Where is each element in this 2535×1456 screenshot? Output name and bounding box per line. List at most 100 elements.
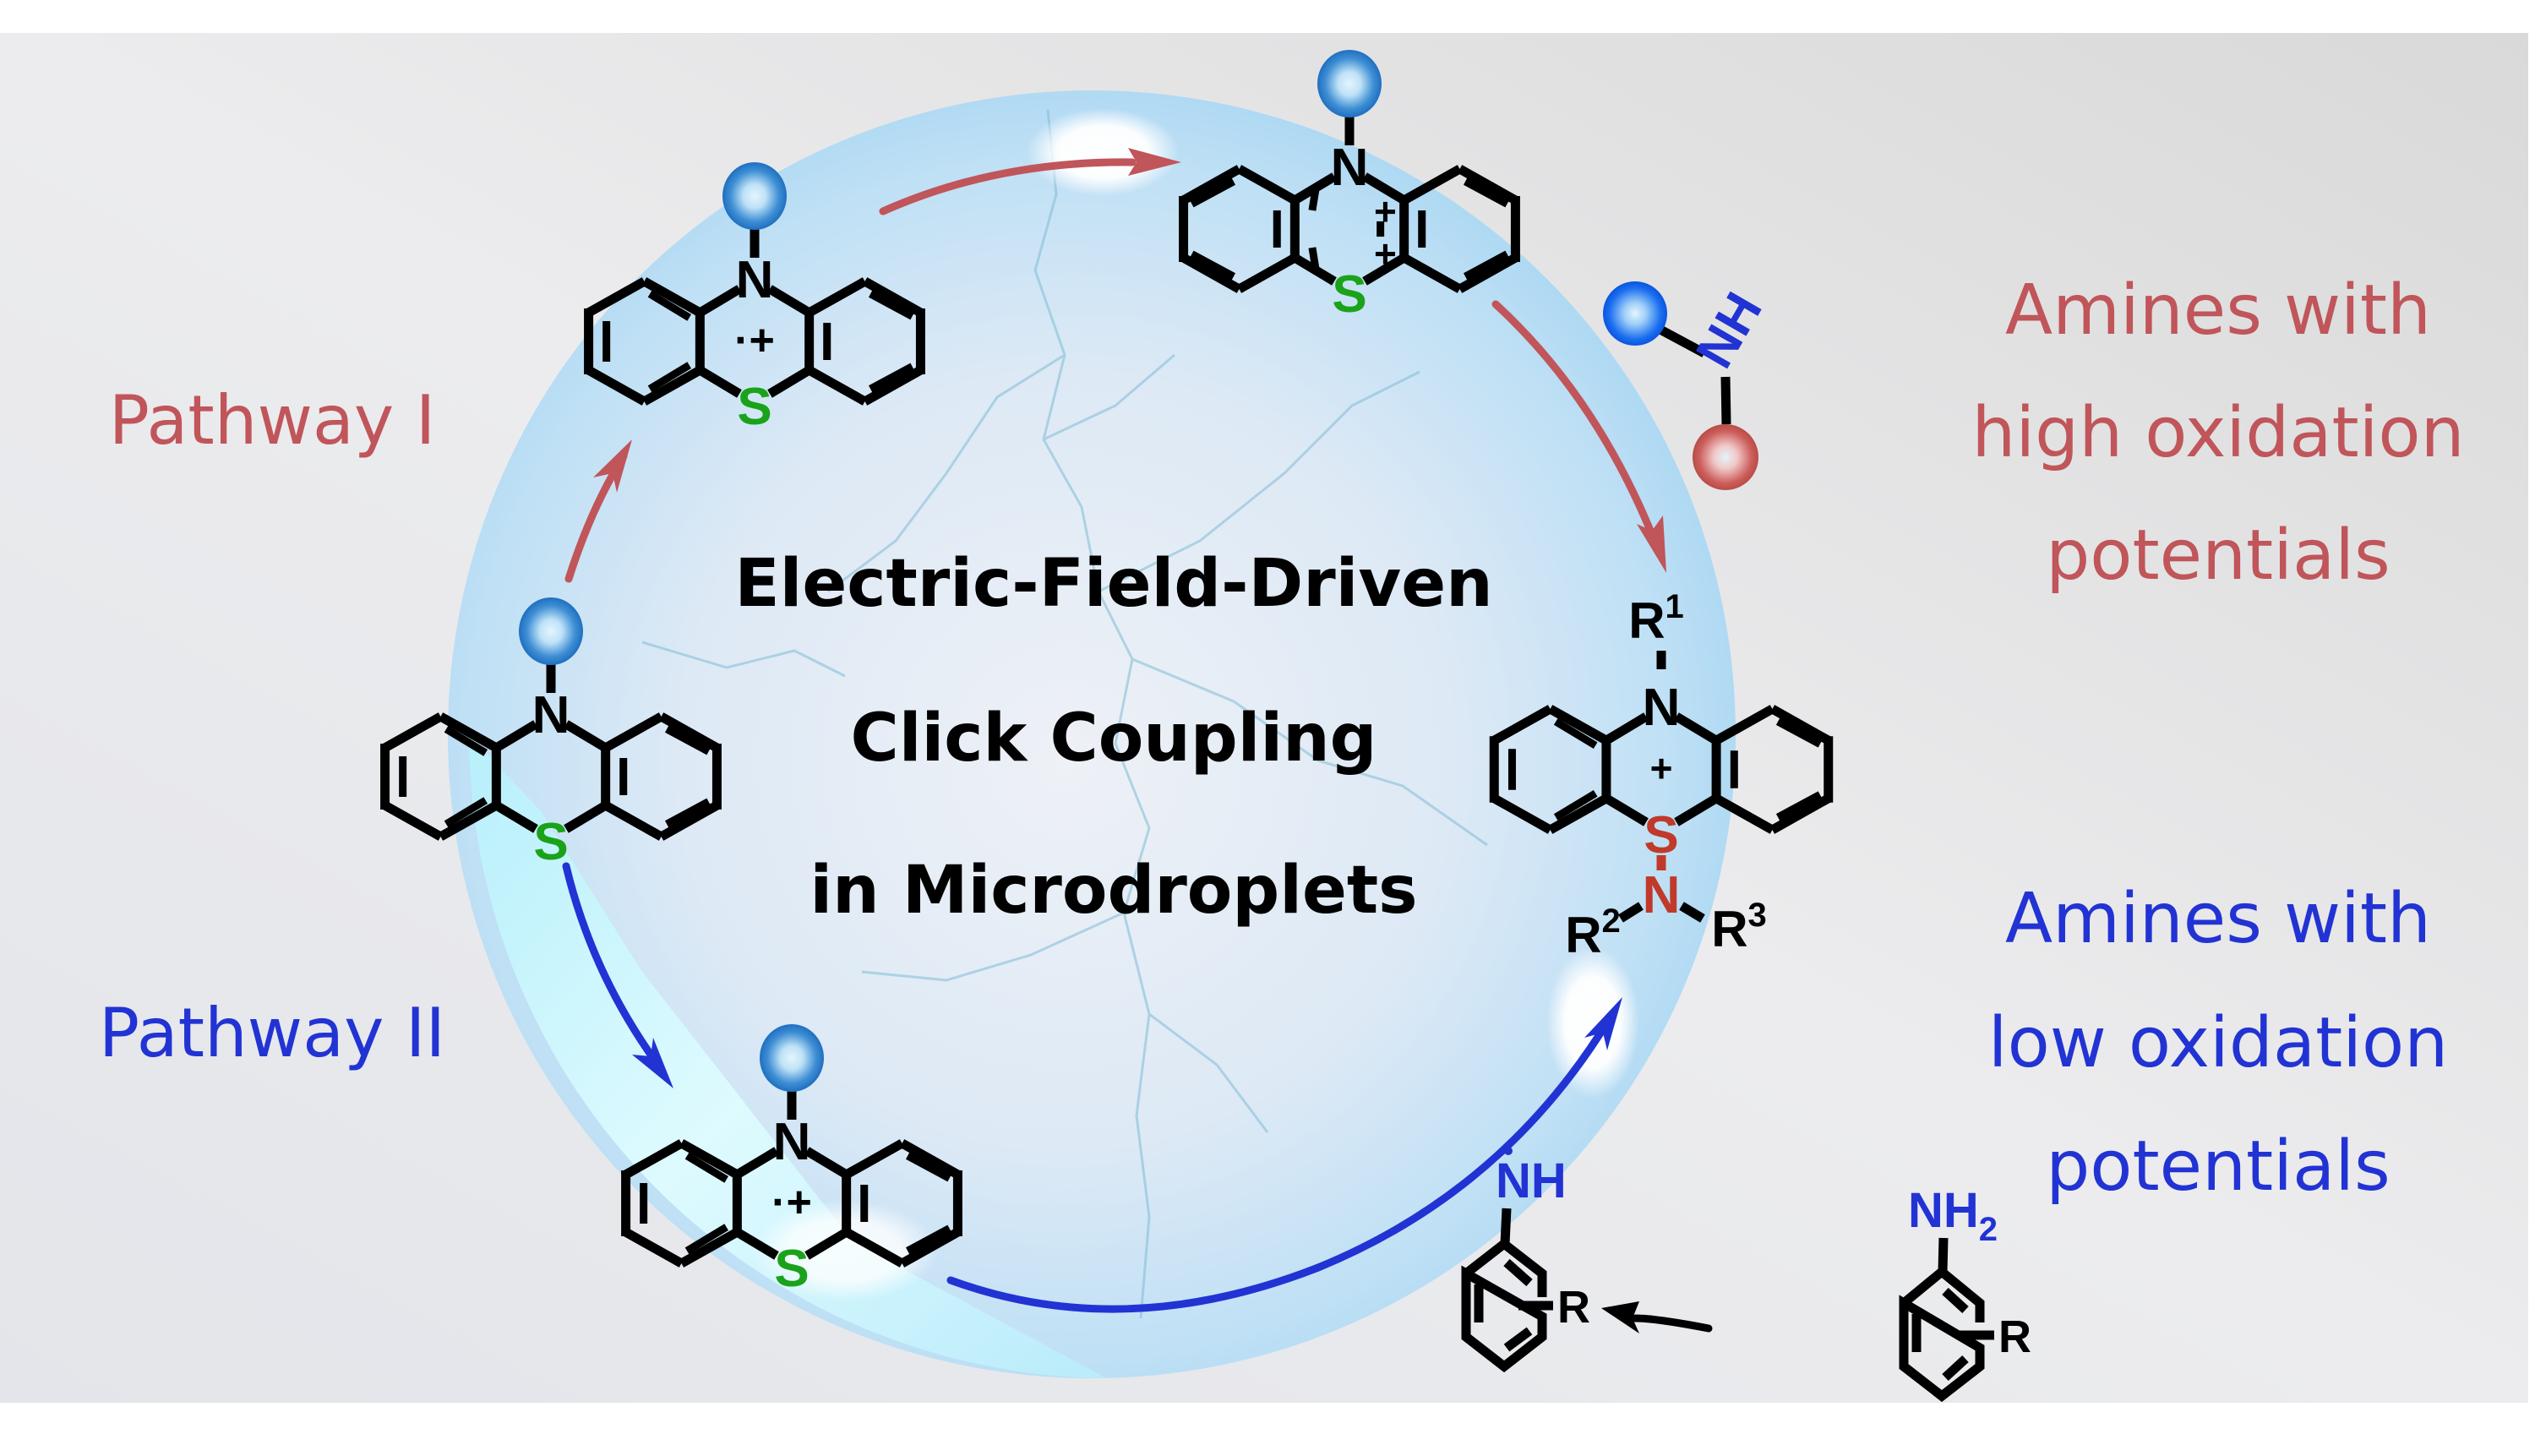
aniline-radical-r-label: R: [1557, 1282, 1590, 1333]
arrowhead-top: [1128, 148, 1181, 176]
bond: [1618, 902, 1644, 923]
arrow-pathway1-top: [879, 158, 1137, 215]
bond: [1362, 254, 1407, 286]
bond: [1236, 254, 1298, 293]
pathway-2-label: Pathway II: [99, 994, 445, 1072]
bond: [1775, 717, 1822, 748]
bond: [1547, 793, 1609, 834]
bond: [1553, 718, 1598, 750]
product-r1-label: R1: [1628, 588, 1684, 649]
bond: [843, 1228, 905, 1268]
bond: [767, 285, 812, 317]
sulfur-atom-label: S: [1332, 265, 1366, 324]
substituent-ball: [1317, 50, 1382, 117]
figure-title: Electric-Field-Driven Click Coupling in …: [734, 546, 1492, 929]
arrow-pathway2-down: [562, 862, 659, 1065]
aniline-nh2-label: NH2: [1908, 1183, 1998, 1248]
bond: [658, 712, 720, 752]
bond: [767, 366, 812, 398]
sulfur-atom-label: S: [774, 1240, 809, 1298]
bond: [806, 366, 868, 406]
bond: [1292, 172, 1337, 204]
arrowhead-pathway2-down: [632, 1038, 673, 1088]
radical-cation-pathway1: NS·+: [584, 162, 925, 436]
bond: [684, 1224, 729, 1255]
aniline-radical: NH R: [1461, 1147, 1590, 1372]
bond: [1674, 794, 1719, 826]
glow-spot-top: [1027, 108, 1179, 196]
bond: [1180, 165, 1242, 204]
bond: [602, 712, 664, 752]
low-note-line-2: low oxidation: [1988, 1003, 2448, 1083]
bond: [868, 290, 914, 320]
bond: [806, 277, 868, 317]
product-amine-n-label: N: [1643, 866, 1681, 924]
bond: [1463, 177, 1509, 208]
bond: [843, 1139, 905, 1179]
bond: [1714, 793, 1775, 834]
nitrogen-atom-label: N: [532, 686, 570, 744]
bond: [1547, 705, 1609, 745]
aniline: NH2 R: [1899, 1183, 2031, 1402]
title-line-3: in Microdroplets: [810, 853, 1417, 929]
low-note-line-3: potentials: [2046, 1126, 2390, 1207]
bond: [647, 362, 692, 393]
bond: [586, 277, 647, 317]
ball-red-substituent: [1693, 424, 1758, 490]
bond: [1362, 172, 1407, 204]
product-r3-label: R3: [1711, 897, 1767, 957]
bond: [684, 1152, 729, 1183]
bond: [641, 277, 703, 317]
dication-intermediate: NS++: [1179, 50, 1520, 324]
bond: [1236, 165, 1298, 204]
bond: [679, 1228, 740, 1268]
nitrogen-atom-label: N: [773, 1113, 811, 1171]
pathway-1-label: Pathway I: [109, 381, 436, 460]
bond: [438, 801, 499, 841]
bond: [1457, 254, 1518, 293]
title-line-2: Click Coupling: [850, 701, 1377, 777]
high-note-line-3: potentials: [2046, 515, 2390, 596]
pathway-1-arrowheads: [593, 148, 1666, 573]
bond: [1604, 712, 1649, 744]
bond: [1292, 254, 1337, 286]
glow-spot-bottom: [752, 1200, 938, 1301]
bond: [1180, 254, 1242, 293]
bond: [1401, 165, 1463, 204]
high-oxidation-note: Amines with high oxidation potentials: [1971, 270, 2464, 596]
arrowhead-pathway2-bottom: [1584, 997, 1622, 1050]
substituent-ball: [722, 162, 787, 230]
bond: [905, 1224, 951, 1255]
arrow-pathway2-bottom: [946, 1014, 1614, 1313]
bond: [382, 712, 444, 752]
phenothiazine-starting-material: NS: [380, 597, 722, 871]
radical-dot: [1504, 1147, 1513, 1155]
glow-spot-right: [1546, 946, 1639, 1099]
lightning-veins: [641, 109, 1488, 1319]
product-r2-label: R2: [1565, 903, 1621, 963]
substituent-ball: [519, 597, 583, 665]
bond: [664, 798, 711, 828]
bond: [679, 1139, 740, 1179]
bond: [1308, 247, 1320, 270]
bond: [641, 366, 703, 406]
aniline-arrow: [1601, 1301, 1713, 1333]
bond: [623, 1228, 684, 1268]
ball-blue-substituent: [1603, 281, 1667, 346]
radical-cation-charge: ·+: [734, 316, 775, 365]
bond: [647, 290, 692, 321]
bond: [602, 801, 664, 841]
sulfur-atom-label: S: [737, 378, 771, 436]
bond: [862, 277, 924, 317]
dication-s-charge: +: [1374, 232, 1397, 275]
bond: [658, 801, 720, 841]
sulfur-atom-label: S: [1644, 806, 1678, 864]
sulfur-atom-label: S: [533, 813, 568, 871]
high-note-line-2: high oxidation: [1971, 393, 2464, 473]
bond: [1491, 793, 1553, 834]
nitrogen-atom-label: N: [1331, 139, 1369, 197]
bond: [868, 363, 914, 393]
bond: [1679, 902, 1705, 923]
bond: [623, 1139, 684, 1179]
